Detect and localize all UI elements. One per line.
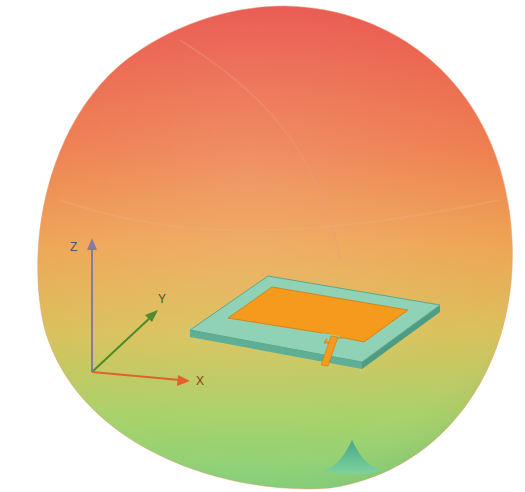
lobe-shading bbox=[38, 6, 513, 489]
axis-label: Y bbox=[158, 292, 166, 306]
radiating-patch bbox=[228, 287, 408, 343]
feed-line bbox=[321, 336, 338, 366]
substrate bbox=[190, 276, 440, 362]
axis-label: Z bbox=[70, 240, 77, 254]
x-axis bbox=[92, 372, 180, 380]
axis-label: X bbox=[196, 374, 204, 388]
lobe-fold bbox=[60, 200, 500, 230]
z-arrowhead bbox=[87, 238, 97, 250]
y-axis bbox=[92, 316, 152, 372]
radiation-lobe bbox=[38, 6, 513, 489]
back-lobe-spike bbox=[322, 440, 384, 475]
y-arrowhead bbox=[145, 310, 158, 322]
z-axis bbox=[91, 246, 93, 372]
x-arrowhead bbox=[177, 375, 190, 386]
